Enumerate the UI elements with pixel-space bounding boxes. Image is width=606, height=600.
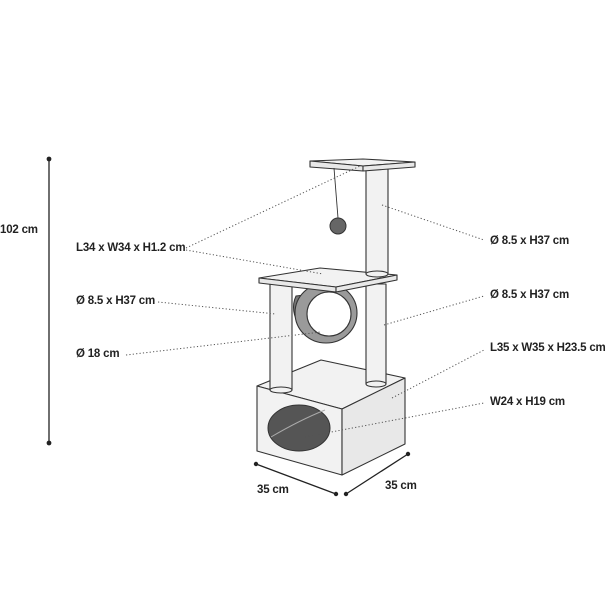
upper-post [365, 167, 389, 278]
lower-posts [269, 283, 387, 394]
tunnel-label: Ø 18 cm [76, 348, 120, 360]
depth-dimension-left [253, 461, 339, 497]
left-post-label: Ø 8.5 x H37 cm [76, 295, 156, 307]
height-dimension [46, 156, 52, 446]
depth-right-label: 35 cm [385, 480, 417, 492]
leader-lines [125, 165, 485, 438]
middle-platform [258, 267, 398, 293]
upper-post-label: Ø 8.5 x H37 cm [490, 235, 570, 247]
base-size-label: L35 x W35 x H23.5 cm [490, 342, 606, 354]
tunnel-ring [292, 282, 358, 344]
top-platform [309, 158, 416, 172]
top-platform-label: L34 x W34 x H1.2 cm [76, 242, 186, 254]
total-height-label: 102 cm [0, 224, 38, 236]
entrance-label: W24 x H19 cm [490, 396, 565, 408]
depth-dimension-right [343, 451, 411, 497]
hanging-ball-toy [329, 167, 347, 235]
depth-left-label: 35 cm [257, 484, 289, 496]
right-post-label: Ø 8.5 x H37 cm [490, 289, 570, 301]
